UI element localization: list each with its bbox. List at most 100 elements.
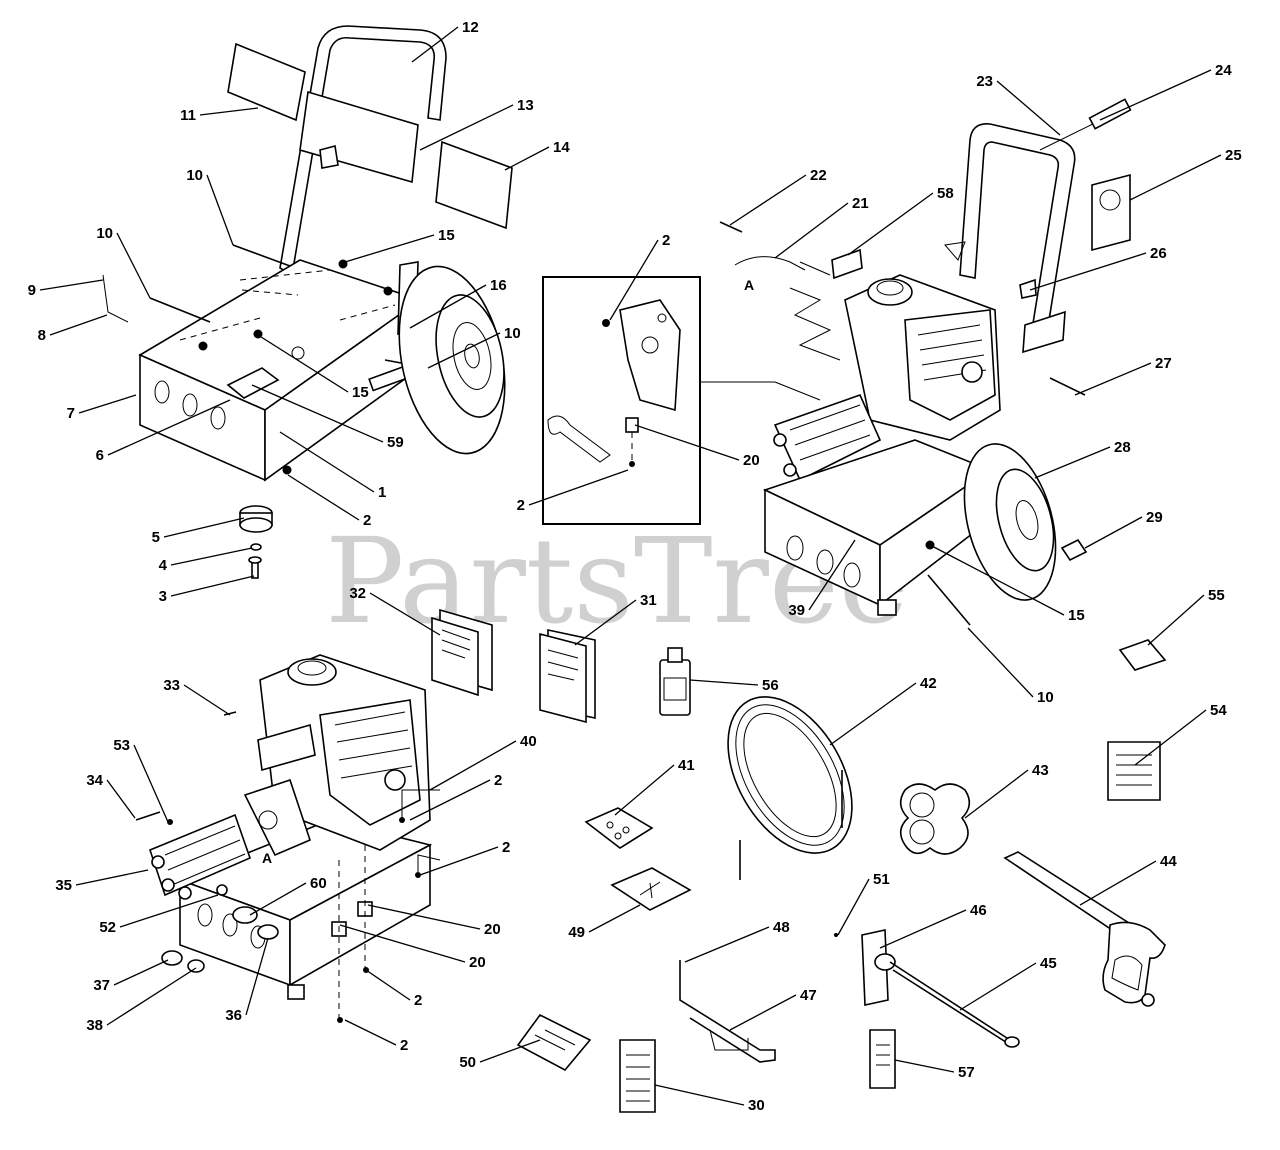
callout-number: 55 — [1208, 587, 1225, 604]
callout-number: 8 — [38, 327, 46, 344]
callout-23: 23 — [976, 73, 1061, 136]
callout-leader-line — [257, 334, 349, 393]
callout-number: 7 — [67, 405, 75, 422]
callout-31: 31 — [574, 592, 657, 646]
callout-8: 8 — [38, 314, 108, 344]
callout-2: 2 — [517, 469, 629, 514]
callout-leader-line — [78, 394, 137, 414]
callout-37: 37 — [93, 959, 169, 994]
callout-59: 59 — [251, 384, 404, 451]
callout-16: 16 — [409, 277, 507, 329]
callout-number: 27 — [1155, 355, 1172, 372]
callout-24: 24 — [1099, 62, 1232, 121]
callout-60: 60 — [249, 875, 327, 916]
callout-number: 22 — [810, 167, 827, 184]
callout-leader-line — [929, 544, 1065, 616]
callout-number: 2 — [494, 772, 502, 789]
callout-leader-line — [106, 967, 197, 1026]
callout-leader-line — [689, 679, 759, 686]
callout-leader-line — [287, 474, 360, 521]
callout-leader-line — [1134, 709, 1207, 766]
callout-14: 14 — [504, 139, 570, 171]
callout-number: 2 — [414, 992, 422, 1009]
callout-leader-line — [829, 682, 917, 746]
callout-leader-line — [1029, 252, 1147, 291]
callout-number: 60 — [310, 875, 327, 892]
callout-2: 2 — [419, 839, 510, 876]
callout-number: 52 — [99, 919, 116, 936]
callout-20: 20 — [339, 924, 486, 971]
callout-leader-line — [967, 627, 1034, 698]
callout-number: 2 — [662, 232, 670, 249]
callout-20: 20 — [367, 904, 501, 938]
assembled-unit — [719, 98, 1132, 626]
callout-number: 1 — [378, 484, 386, 501]
frame-assembly — [102, 25, 513, 579]
callout-leader-line — [339, 924, 466, 963]
callout-leader-line — [959, 962, 1037, 1011]
callout-number: 3 — [159, 588, 167, 605]
callout-number: 54 — [1210, 702, 1227, 719]
callout-46: 46 — [879, 902, 987, 949]
callout-leader-line — [964, 769, 1029, 819]
callout-number: 44 — [1160, 853, 1177, 870]
callout-number: 15 — [1068, 607, 1085, 624]
callout-leader-line — [183, 684, 231, 716]
callout-number: 20 — [484, 921, 501, 938]
callout-56: 56 — [689, 677, 779, 694]
callout-number: 2 — [400, 1037, 408, 1054]
callout-leader-line — [365, 969, 411, 1001]
callout-leader-line — [419, 104, 514, 151]
callout-number: 33 — [163, 677, 180, 694]
callout-number: 21 — [852, 195, 869, 212]
callout-leader-line — [206, 174, 234, 246]
callout-20: 20 — [634, 424, 760, 469]
callout-leader-line — [344, 1019, 397, 1046]
callout-leader-line — [107, 399, 231, 456]
callout-leader-line — [116, 232, 151, 299]
callout-number: 10 — [96, 225, 113, 242]
callout-number: 39 — [788, 602, 805, 619]
callout-leader-line — [588, 904, 641, 933]
callout-number: 20 — [743, 452, 760, 469]
callout-leader-line — [1084, 516, 1143, 549]
callout-58: 58 — [847, 185, 954, 256]
callout-number: 2 — [502, 839, 510, 856]
callout-leader-line — [1147, 594, 1205, 646]
callout-number: 24 — [1215, 62, 1232, 79]
callout-number: 9 — [28, 282, 36, 299]
callout-49: 49 — [568, 904, 641, 941]
callout-15: 15 — [344, 227, 455, 263]
callout-leader-line — [245, 937, 269, 1016]
callout-2: 2 — [609, 232, 670, 321]
callout-57: 57 — [894, 1059, 975, 1081]
callout-38: 38 — [86, 967, 197, 1034]
callout-number: 29 — [1146, 509, 1163, 526]
callout-leader-line — [879, 909, 967, 949]
callout-54: 54 — [1134, 702, 1227, 766]
callout-42: 42 — [829, 675, 937, 746]
callout-leader-line — [634, 424, 740, 461]
engine-pump-exploded — [135, 654, 441, 1023]
callout-number: 16 — [490, 277, 507, 294]
callout-leader-line — [344, 234, 435, 263]
callout-number: 26 — [1150, 245, 1167, 262]
callout-number: 43 — [1032, 762, 1049, 779]
callout-leader-line — [654, 1084, 745, 1106]
callout-7: 7 — [67, 394, 137, 422]
callout-36: 36 — [225, 937, 269, 1024]
callout-number: 20 — [469, 954, 486, 971]
callout-27: 27 — [1074, 355, 1172, 396]
callout-number: 12 — [462, 19, 479, 36]
callout-2: 2 — [344, 1019, 408, 1054]
callout-leader-line — [249, 882, 307, 916]
callout-10: 10 — [96, 225, 151, 299]
accessories — [431, 608, 1167, 1113]
callout-leader-line — [684, 926, 770, 963]
callout-number: 10 — [1037, 689, 1054, 706]
callout-41: 41 — [614, 757, 695, 816]
callout-2: 2 — [409, 772, 502, 821]
callout-number: 42 — [920, 675, 937, 692]
